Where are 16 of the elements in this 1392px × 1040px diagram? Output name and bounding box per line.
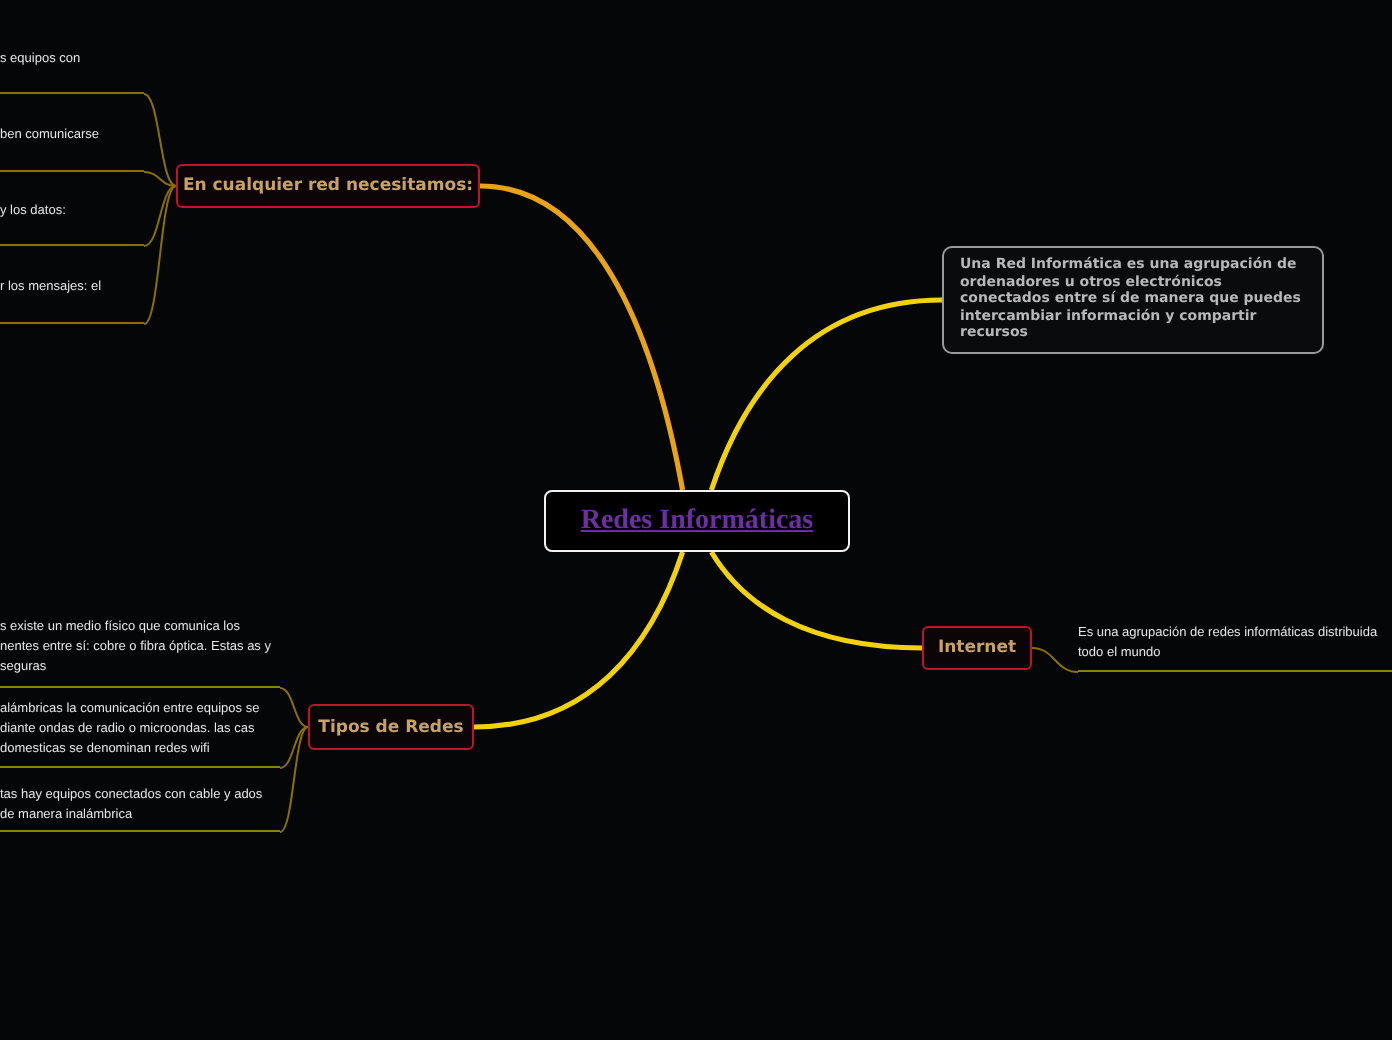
connector-line <box>709 550 923 651</box>
connector-line <box>279 687 309 728</box>
connector-line <box>143 171 177 187</box>
connector-line <box>479 183 686 491</box>
topic-box: En cualquier red necesitamos: <box>176 164 480 208</box>
connector-line <box>1031 647 1079 673</box>
connector-line <box>143 185 177 247</box>
topic-box: Tipos de Redes <box>308 704 474 750</box>
connector-line <box>279 726 309 769</box>
connector-line <box>143 93 177 187</box>
connector-line <box>143 185 177 325</box>
connector-line <box>473 551 686 730</box>
central-topic: Redes Informáticas <box>544 490 850 552</box>
topic-box: Internet <box>922 626 1032 670</box>
connector-line <box>708 297 943 491</box>
connector-line <box>279 726 309 833</box>
